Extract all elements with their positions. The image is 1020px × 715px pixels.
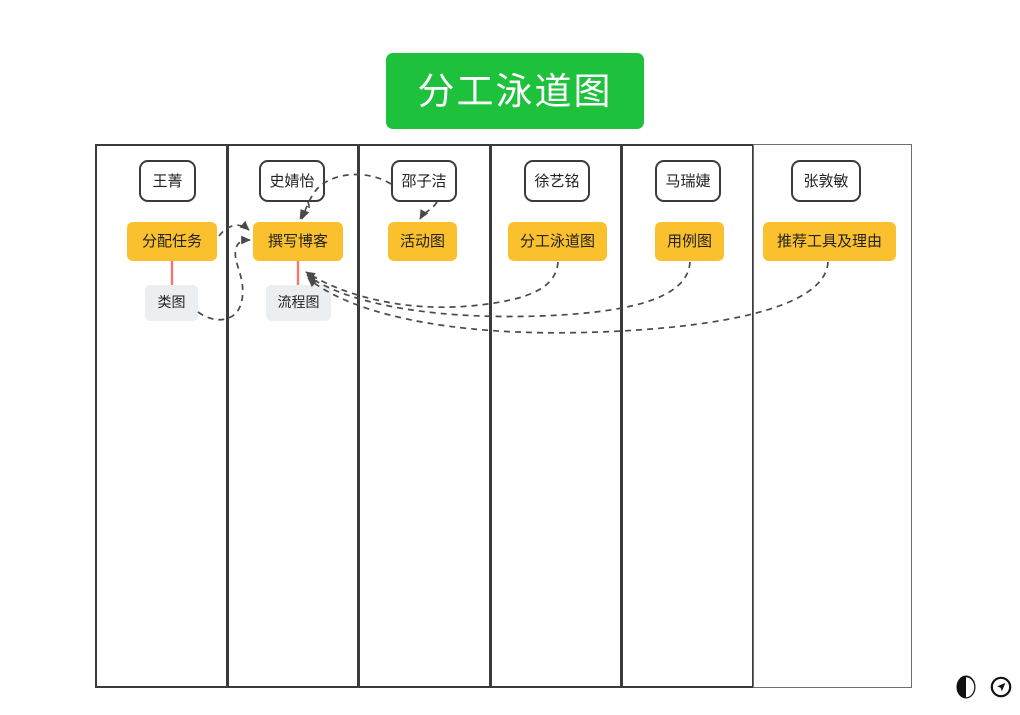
person-box-lane-6[interactable]: 张敦敏: [791, 160, 861, 202]
subtask-box-lane-1[interactable]: 类图: [145, 285, 198, 321]
person-box-lane-2[interactable]: 史婧怡: [259, 160, 325, 202]
task-box-lane-4[interactable]: 分工泳道图: [508, 222, 607, 261]
navigation-cursor-icon[interactable]: [990, 676, 1012, 702]
person-box-lane-5[interactable]: 马瑞婕: [655, 160, 721, 202]
swimlane-5[interactable]: [621, 144, 754, 688]
mouse-pointer-icon[interactable]: [956, 675, 976, 703]
subtask-box-lane-2[interactable]: 流程图: [266, 285, 331, 321]
task-box-lane-6[interactable]: 推荐工具及理由: [763, 222, 896, 261]
task-box-lane-5[interactable]: 用例图: [655, 222, 724, 261]
task-box-lane-3[interactable]: 活动图: [388, 222, 457, 261]
task-box-lane-2[interactable]: 撰写博客: [253, 222, 343, 261]
person-box-lane-3[interactable]: 邵子洁: [391, 160, 457, 202]
diagram-title-banner[interactable]: 分工泳道图: [386, 53, 644, 129]
corner-tool-icons: [956, 675, 1012, 703]
person-box-lane-1[interactable]: 王菁: [139, 160, 196, 202]
person-box-lane-4[interactable]: 徐艺铭: [524, 160, 590, 202]
task-box-lane-1[interactable]: 分配任务: [127, 222, 217, 261]
